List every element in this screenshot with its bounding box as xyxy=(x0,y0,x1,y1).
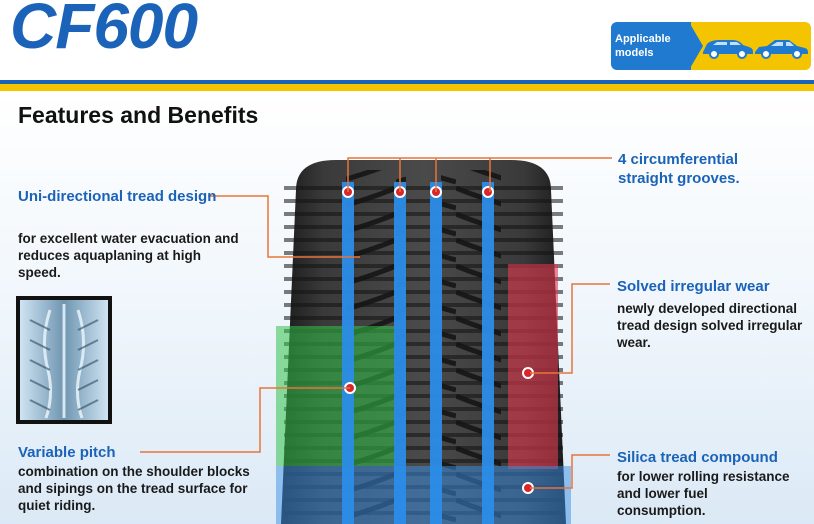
feature-variable-pitch-desc: combination on the shoulder blocks and s… xyxy=(18,464,250,513)
sedan-icon xyxy=(755,40,808,59)
applicable-models-badge: Applicable models xyxy=(611,22,811,70)
feature-grooves-title: 4 circumferential straight grooves. xyxy=(618,151,740,187)
feature-silica-desc: for lower rolling resistance and lower f… xyxy=(617,469,790,518)
feature-variable-pitch-title: Variable pitch xyxy=(18,444,116,461)
product-title: CF600 xyxy=(10,0,198,62)
tire-illustration xyxy=(276,160,571,524)
feature-unidirectional-desc: for excellent water evacuation and reduc… xyxy=(18,231,239,280)
tread-closeup-image xyxy=(16,296,112,424)
feature-unidirectional-title: Uni-directional tread design xyxy=(18,188,217,205)
section-heading: Features and Benefits xyxy=(18,102,259,128)
header-stripe-blue xyxy=(0,80,814,84)
header-stripe-yellow xyxy=(0,84,814,91)
feature-irregular-wear-title: Solved irregular wear xyxy=(617,278,770,295)
feature-silica-title: Silica tread compound xyxy=(617,449,778,466)
applicable-models-label: Applicable models xyxy=(615,33,671,59)
car-icon xyxy=(703,40,753,59)
feature-irregular-wear-desc: newly developed directional tread design… xyxy=(617,301,803,350)
